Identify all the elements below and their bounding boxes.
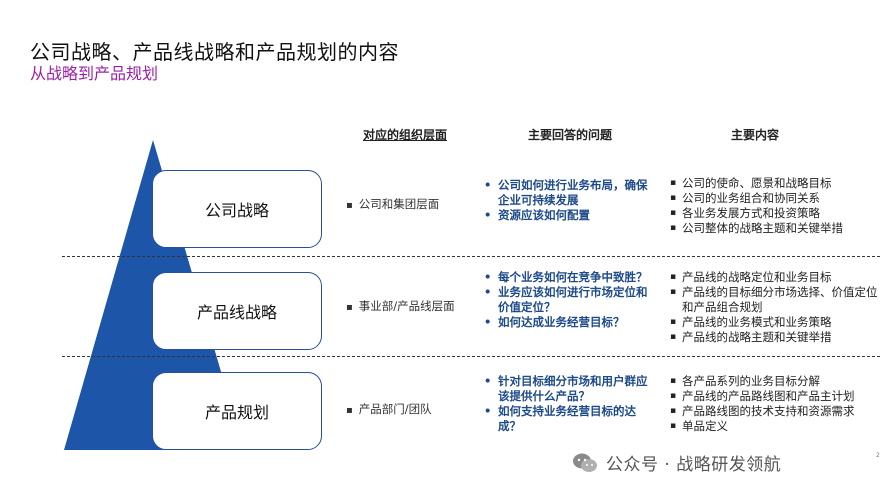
questions-list-product-line: 每个业务如何在竞争中致胜？ 业务应该如何进行市场定位和价值定位？ 如何达成业务经… (484, 270, 654, 330)
question-item: 如何支持业务经营目标的达成？ (484, 404, 654, 434)
wechat-icon (573, 453, 597, 472)
level-label: 产品规划 (204, 403, 269, 422)
content-list-product-line: 产品线的战略定位和业务目标 产品线的目标细分市场选择、价值定位和产品组合规划 产… (670, 270, 885, 345)
level-label: 公司战略 (204, 201, 269, 220)
content-item: 公司的使命、愿景和战略目标 (670, 176, 885, 191)
content-item: 产品线的战略定位和业务目标 (670, 270, 885, 285)
questions-list-corporate: 公司如何进行业务布局，确保企业可持续发展 资源应该如何配置 (484, 178, 654, 223)
page-number: 2 (876, 452, 880, 459)
level-separator (62, 356, 880, 357)
content-list-product-planning: 各产品系列的业务目标分解 产品线的产品路线图和产品主计划 产品路线图的技术支持和… (670, 374, 885, 434)
column-header-org-level: 对应的组织层面 (362, 128, 447, 142)
content-item: 产品线的战略主题和关键举措 (670, 330, 885, 345)
org-level-product-line: ▪ 事业部/产品线层面 (346, 298, 455, 314)
watermark: 公众号 · 战略研发领航 (572, 450, 781, 475)
question-item: 针对目标细分市场和用户群应该提供什么产品？ (484, 374, 654, 404)
org-level-text: 事业部/产品线层面 (358, 299, 455, 313)
level-label: 产品线战略 (196, 303, 277, 322)
content-item: 产品线的业务模式和业务策略 (670, 315, 885, 330)
column-header-content: 主要内容 (730, 128, 779, 142)
bullet-icon: ▪ (346, 405, 353, 416)
question-item: 业务应该如何进行市场定位和价值定位？ (484, 285, 654, 315)
level-box-product-planning: 产品规划 (152, 372, 322, 450)
level-separator (62, 256, 880, 257)
org-level-text: 产品部门/团队 (358, 402, 432, 416)
slide-subtitle: 从战略到产品规划 (30, 64, 159, 83)
level-box-corporate-strategy: 公司战略 (152, 170, 322, 248)
org-level-text: 公司和集团层面 (358, 197, 440, 211)
content-item: 各业务发展方式和投资策略 (670, 206, 885, 221)
question-item: 公司如何进行业务布局，确保企业可持续发展 (484, 178, 654, 208)
question-item: 每个业务如何在竞争中致胜？ (484, 270, 654, 285)
bullet-icon: ▪ (346, 302, 353, 313)
content-item: 产品线的产品路线图和产品主计划 (670, 389, 885, 404)
content-item: 公司整体的战略主题和关键举措 (670, 221, 885, 236)
content-item: 单品定义 (670, 419, 885, 434)
questions-list-product-planning: 针对目标细分市场和用户群应该提供什么产品？ 如何支持业务经营目标的达成？ (484, 374, 654, 434)
org-level-corporate: ▪ 公司和集团层面 (346, 196, 439, 212)
question-item: 如何达成业务经营目标？ (484, 315, 654, 330)
bullet-icon: ▪ (346, 200, 353, 211)
org-level-product-planning: ▪ 产品部门/团队 (346, 401, 432, 417)
content-list-corporate: 公司的使命、愿景和战略目标 公司的业务组合和协同关系 各业务发展方式和投资策略 … (670, 176, 885, 236)
level-box-product-line-strategy: 产品线战略 (152, 272, 322, 350)
slide-title: 公司战略、产品线战略和产品规划的内容 (30, 40, 399, 64)
content-item: 产品线的目标细分市场选择、价值定位和产品组合规划 (670, 285, 885, 315)
content-item: 各产品系列的业务目标分解 (670, 374, 885, 389)
content-item: 公司的业务组合和协同关系 (670, 191, 885, 206)
question-item: 资源应该如何配置 (484, 208, 654, 223)
column-header-questions: 主要回答的问题 (527, 128, 612, 142)
content-item: 产品路线图的技术支持和资源需求 (670, 404, 885, 419)
watermark-text: 公众号 · 战略研发领航 (606, 455, 782, 475)
